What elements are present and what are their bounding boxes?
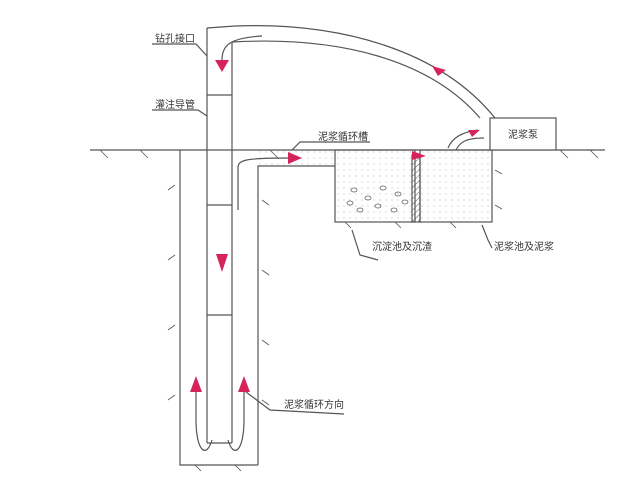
partition-wall [411,154,421,223]
label-circulation-direction: 泥浆循环方向 [284,400,344,411]
label-pipe-joint: 钻孔接口 [155,34,195,45]
sediment-gravel [346,185,409,213]
pump-outlet [447,129,485,151]
label-mud-pump: 泥浆泵 [508,130,538,141]
arrow-pump-icon [468,130,480,137]
circulation-groove [257,165,335,465]
mud-pump [489,117,557,151]
arrow-right-icon [412,151,426,160]
label-mud-pool: 泥浆池及泥浆 [494,242,554,253]
leader-lines [152,43,493,415]
label-circulation-groove: 泥浆循环槽 [318,132,368,143]
arrow-down-icon [215,60,229,72]
sedimentation-pool [334,149,416,223]
mud-pool [419,149,493,223]
arrow-up-icon [238,376,250,392]
flow-arrows [190,60,480,392]
tremie-pipe [206,28,233,444]
hose [206,25,496,119]
label-sedimentation-pool: 沉淀池及沉渣 [372,242,432,253]
arrow-right-icon [288,152,302,164]
flow-lines [195,35,291,451]
label-tremie-pipe: 灌注导管 [155,100,195,111]
arrow-up-icon [190,376,202,392]
arrow-down-icon [216,254,228,272]
arrow-left-icon [432,66,446,76]
ground-ticks [99,149,599,472]
borehole [179,150,258,466]
